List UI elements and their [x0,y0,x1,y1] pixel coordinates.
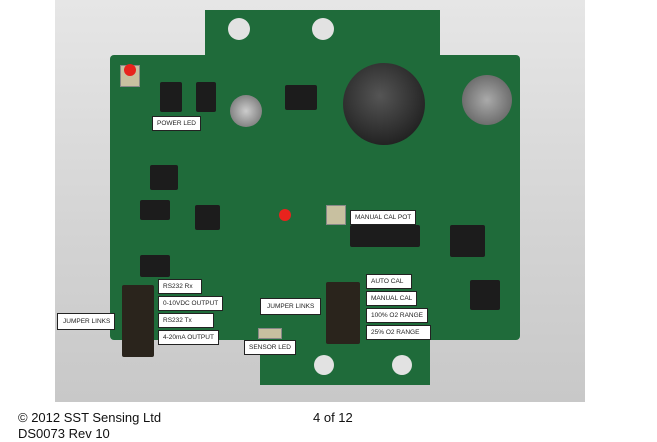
label-manual-cal-pot: MANUAL CAL POT [350,210,417,225]
manual-cal-pot-marker [279,209,291,221]
label-100-o2-range: 100% O2 RANGE [366,308,429,323]
label-25-o2-range: 25% O2 RANGE [366,325,431,340]
ic [140,255,170,277]
label-power-led: POWER LED [152,116,202,131]
ic [470,280,500,310]
doc-ref: DS0073 Rev 10 [18,426,110,441]
inductor [343,63,425,145]
label-jumper-links-left: JUMPER LINKS [57,313,115,330]
page-number: 4 of 12 [313,410,353,425]
ic [140,200,170,220]
ic [195,205,220,230]
manual-cal-pot [326,205,346,225]
mount-hole [228,18,250,40]
capacitor [462,75,512,125]
label-0-10vdc-output: 0-10VDC OUTPUT [158,296,224,311]
ic [160,82,182,112]
sensor-led [258,328,282,339]
ic [450,225,485,257]
label-auto-cal: AUTO CAL [366,274,412,289]
jumper-header [122,285,154,357]
ic [196,82,216,112]
copyright: © 2012 SST Sensing Ltd [18,410,162,425]
ic [350,225,420,247]
label-4-20ma-output: 4-20mA OUTPUT [158,330,219,345]
mount-hole [314,355,334,375]
label-rs232-tx: RS232 Tx [158,313,214,328]
label-jumper-links-mid: JUMPER LINKS [260,298,322,315]
mount-hole [392,355,412,375]
label-sensor-led: SENSOR LED [244,340,296,355]
power-led-marker [124,64,136,76]
ic [285,85,317,110]
label-manual-cal: MANUAL CAL [366,291,418,306]
label-rs232-rx: RS232 Rx [158,279,202,294]
ic [150,165,178,190]
capacitor [230,95,262,127]
jumper-header [326,282,360,344]
mount-hole [312,18,334,40]
